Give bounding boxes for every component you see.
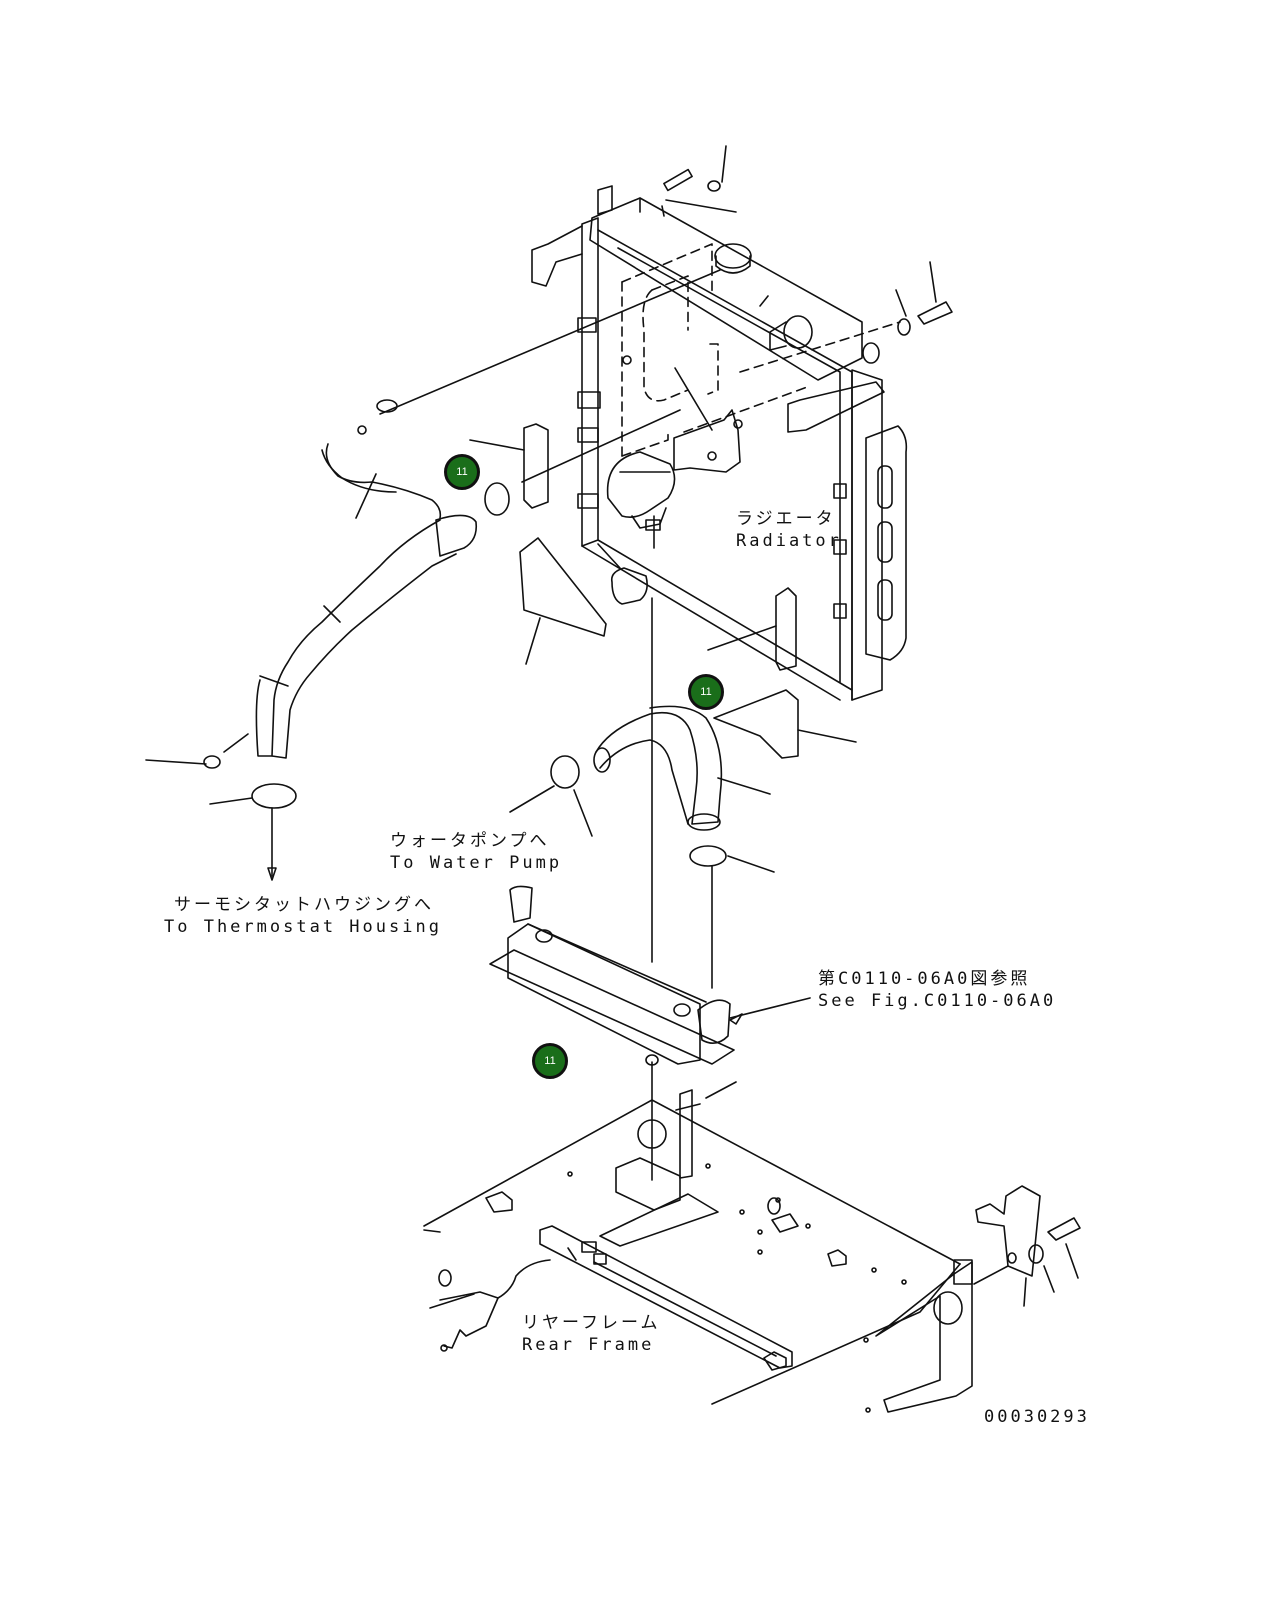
rear-frame-label-jp: リヤーフレーム: [522, 1313, 661, 1333]
thermostat-label: サーモシタットハウジングへ To Thermostat Housing: [164, 894, 442, 938]
radiator-label-en: Radiator: [736, 531, 842, 551]
side-bracket: [973, 1185, 1081, 1307]
radiator-assembly: [531, 185, 908, 701]
water-pump-label-jp: ウォータポンプへ: [390, 831, 550, 851]
rear-frame-label-en: Rear Frame: [522, 1335, 655, 1355]
see-figure-label-jp: 第C0110-06A0図参照: [818, 969, 1031, 989]
callout-marker[interactable]: 11: [688, 674, 724, 710]
center-hose: [593, 597, 771, 963]
callout-marker[interactable]: 11: [532, 1043, 568, 1079]
see-figure-label: 第C0110-06A0図参照 See Fig.C0110-06A0: [818, 968, 1056, 1012]
seal-blocks: [469, 423, 857, 759]
water-pump-label: ウォータポンプへ To Water Pump: [390, 830, 562, 874]
thermostat-label-en: To Thermostat Housing: [164, 917, 442, 937]
rear-frame: [423, 1081, 973, 1413]
leader-lines: [379, 269, 721, 569]
drawing-number: 00030293: [984, 1407, 1090, 1427]
radiator-label: ラジエータ Radiator: [736, 508, 842, 552]
rear-frame-label: リヤーフレーム Rear Frame: [522, 1312, 660, 1356]
callout-marker[interactable]: 11: [444, 454, 480, 490]
thermostat-label-jp: サーモシタットハウジングへ: [174, 895, 434, 915]
water-pump-label-en: To Water Pump: [390, 853, 563, 873]
cooler-assembly: [489, 885, 811, 1181]
fastener-parts-top: [661, 145, 953, 433]
hose-clamps: [145, 482, 775, 989]
left-hose-assembly: [223, 399, 478, 759]
radiator-label-jp: ラジエータ: [736, 509, 836, 529]
see-figure-label-en: See Fig.C0110-06A0: [818, 991, 1057, 1011]
